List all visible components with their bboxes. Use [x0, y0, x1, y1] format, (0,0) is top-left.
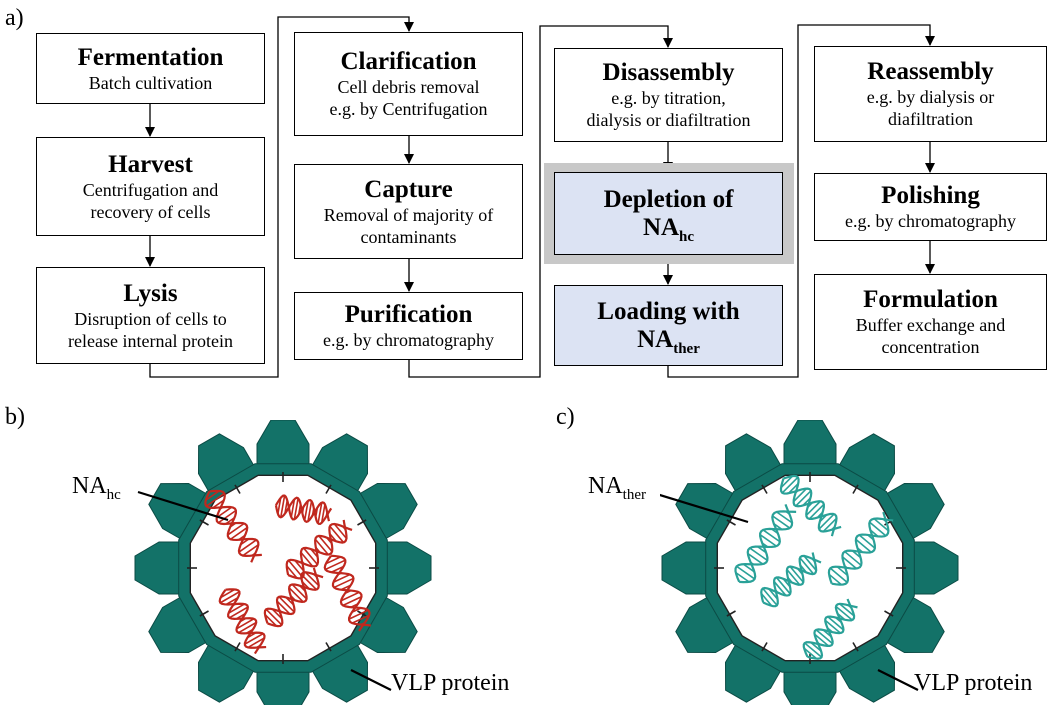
vlp-protein-label-b: VLP protein	[391, 670, 510, 696]
panel-label-c: c)	[556, 404, 575, 430]
step-title-line2: NAther	[637, 325, 700, 357]
capsid-tick	[726, 519, 736, 526]
capsid-tick	[726, 610, 736, 617]
step-title-line1: Depletion of	[603, 185, 734, 213]
step-title: Harvest	[108, 150, 193, 178]
capsid-tick	[234, 484, 241, 494]
step-title: Formulation	[863, 286, 998, 313]
capsid-tick	[199, 519, 209, 526]
flow-connectors	[145, 16, 935, 378]
capsid-spike	[783, 669, 837, 705]
dna-helix	[802, 598, 858, 660]
dna-helix	[323, 554, 371, 632]
na-pointer-line	[660, 493, 749, 524]
step-polishing: Polishing e.g. by chromatography	[814, 173, 1047, 241]
step-title-line2: NAhc	[642, 213, 695, 245]
dna-helix	[263, 567, 324, 628]
dna-helix	[779, 474, 842, 537]
capsid-spike	[256, 669, 310, 705]
vlp-pointer-line	[877, 669, 919, 691]
dna-helix	[760, 552, 822, 608]
step-title: Disassembly	[602, 59, 735, 86]
na-pointer-line	[137, 490, 229, 522]
dna-helix	[827, 511, 894, 586]
dna-helix	[734, 504, 797, 584]
vlp-protein-label-c: VLP protein	[914, 670, 1033, 696]
capsid-spike	[783, 420, 837, 467]
step-title: Capture	[364, 175, 453, 203]
capsid-tick	[325, 642, 332, 652]
capsid-tick	[884, 610, 894, 617]
capsid-interior	[716, 474, 904, 662]
step-desc: Batch cultivation	[88, 72, 213, 93]
na-hc-label: NAhc	[72, 473, 121, 503]
capsid-spike	[384, 541, 432, 595]
step-title-line1: Loading with	[597, 297, 740, 325]
step-purification: Purification e.g. by chromatography	[294, 292, 523, 360]
step-depletion: Depletion of NAhc	[554, 172, 783, 255]
capsid-spike	[911, 541, 959, 595]
step-title: Reassembly	[867, 58, 994, 85]
capsid-tick	[234, 642, 241, 652]
step-title: Fermentation	[77, 43, 224, 71]
capsid-tick	[852, 484, 859, 494]
capsid-tick	[761, 484, 768, 494]
capsid-tick	[325, 484, 332, 494]
na-ther-label: NAther	[588, 473, 646, 503]
capsid-tick	[357, 519, 367, 526]
step-title: Purification	[344, 301, 473, 328]
panel-label-b: b)	[5, 404, 25, 430]
capsid-spike	[661, 541, 709, 595]
capsid-tick	[852, 642, 859, 652]
step-title: Lysis	[123, 279, 178, 307]
capsid-spike	[134, 541, 182, 595]
step-fermentation: Fermentation Batch cultivation	[36, 33, 265, 104]
dna-helix	[204, 489, 262, 563]
capsid-tick	[199, 610, 209, 617]
vlp-capsid-hc	[134, 420, 432, 705]
step-desc: e.g. by chromatography	[845, 211, 1016, 231]
dna-helix	[218, 588, 267, 655]
step-disassembly: Disassembly e.g. by titration,dialysis o…	[554, 48, 783, 142]
step-desc: e.g. by chromatography	[323, 330, 494, 350]
step-title: Clarification	[340, 48, 477, 75]
vlp-pointer-line	[350, 669, 392, 691]
vlp-capsid-ther	[660, 420, 959, 705]
capsid-tick	[761, 642, 768, 652]
capsid-spike	[256, 420, 310, 467]
step-loading: Loading with NAther	[554, 285, 783, 366]
step-desc: e.g. by titration,dialysis or diafiltrat…	[586, 88, 751, 130]
panel-label-a: a)	[5, 5, 24, 31]
step-title: Polishing	[881, 182, 980, 209]
dna-helix	[274, 494, 333, 526]
